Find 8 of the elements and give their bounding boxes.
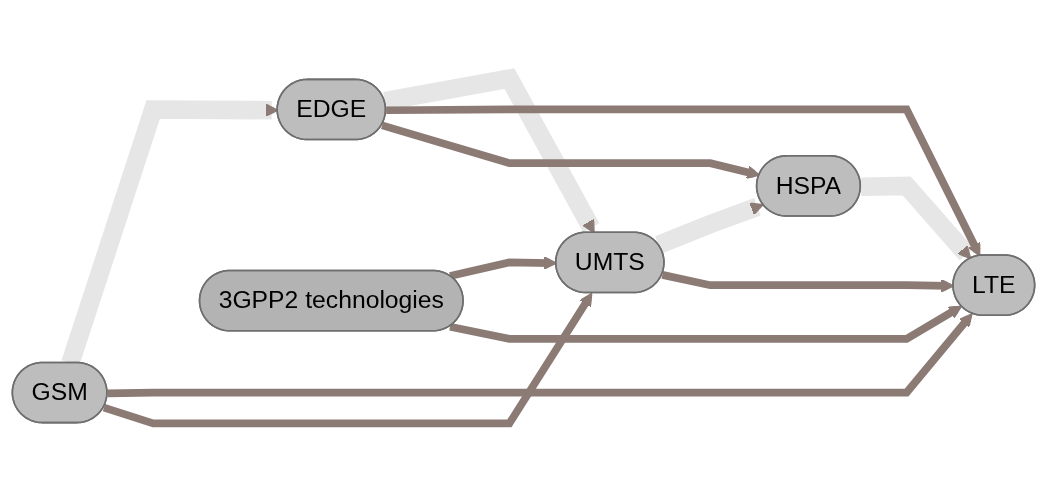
arrow <box>107 313 973 398</box>
arrow <box>655 198 764 254</box>
arrow <box>381 121 761 179</box>
arrow <box>102 292 593 428</box>
arrow <box>383 68 600 234</box>
arrow <box>386 105 981 257</box>
arrow <box>449 305 963 343</box>
arrow <box>860 176 974 261</box>
